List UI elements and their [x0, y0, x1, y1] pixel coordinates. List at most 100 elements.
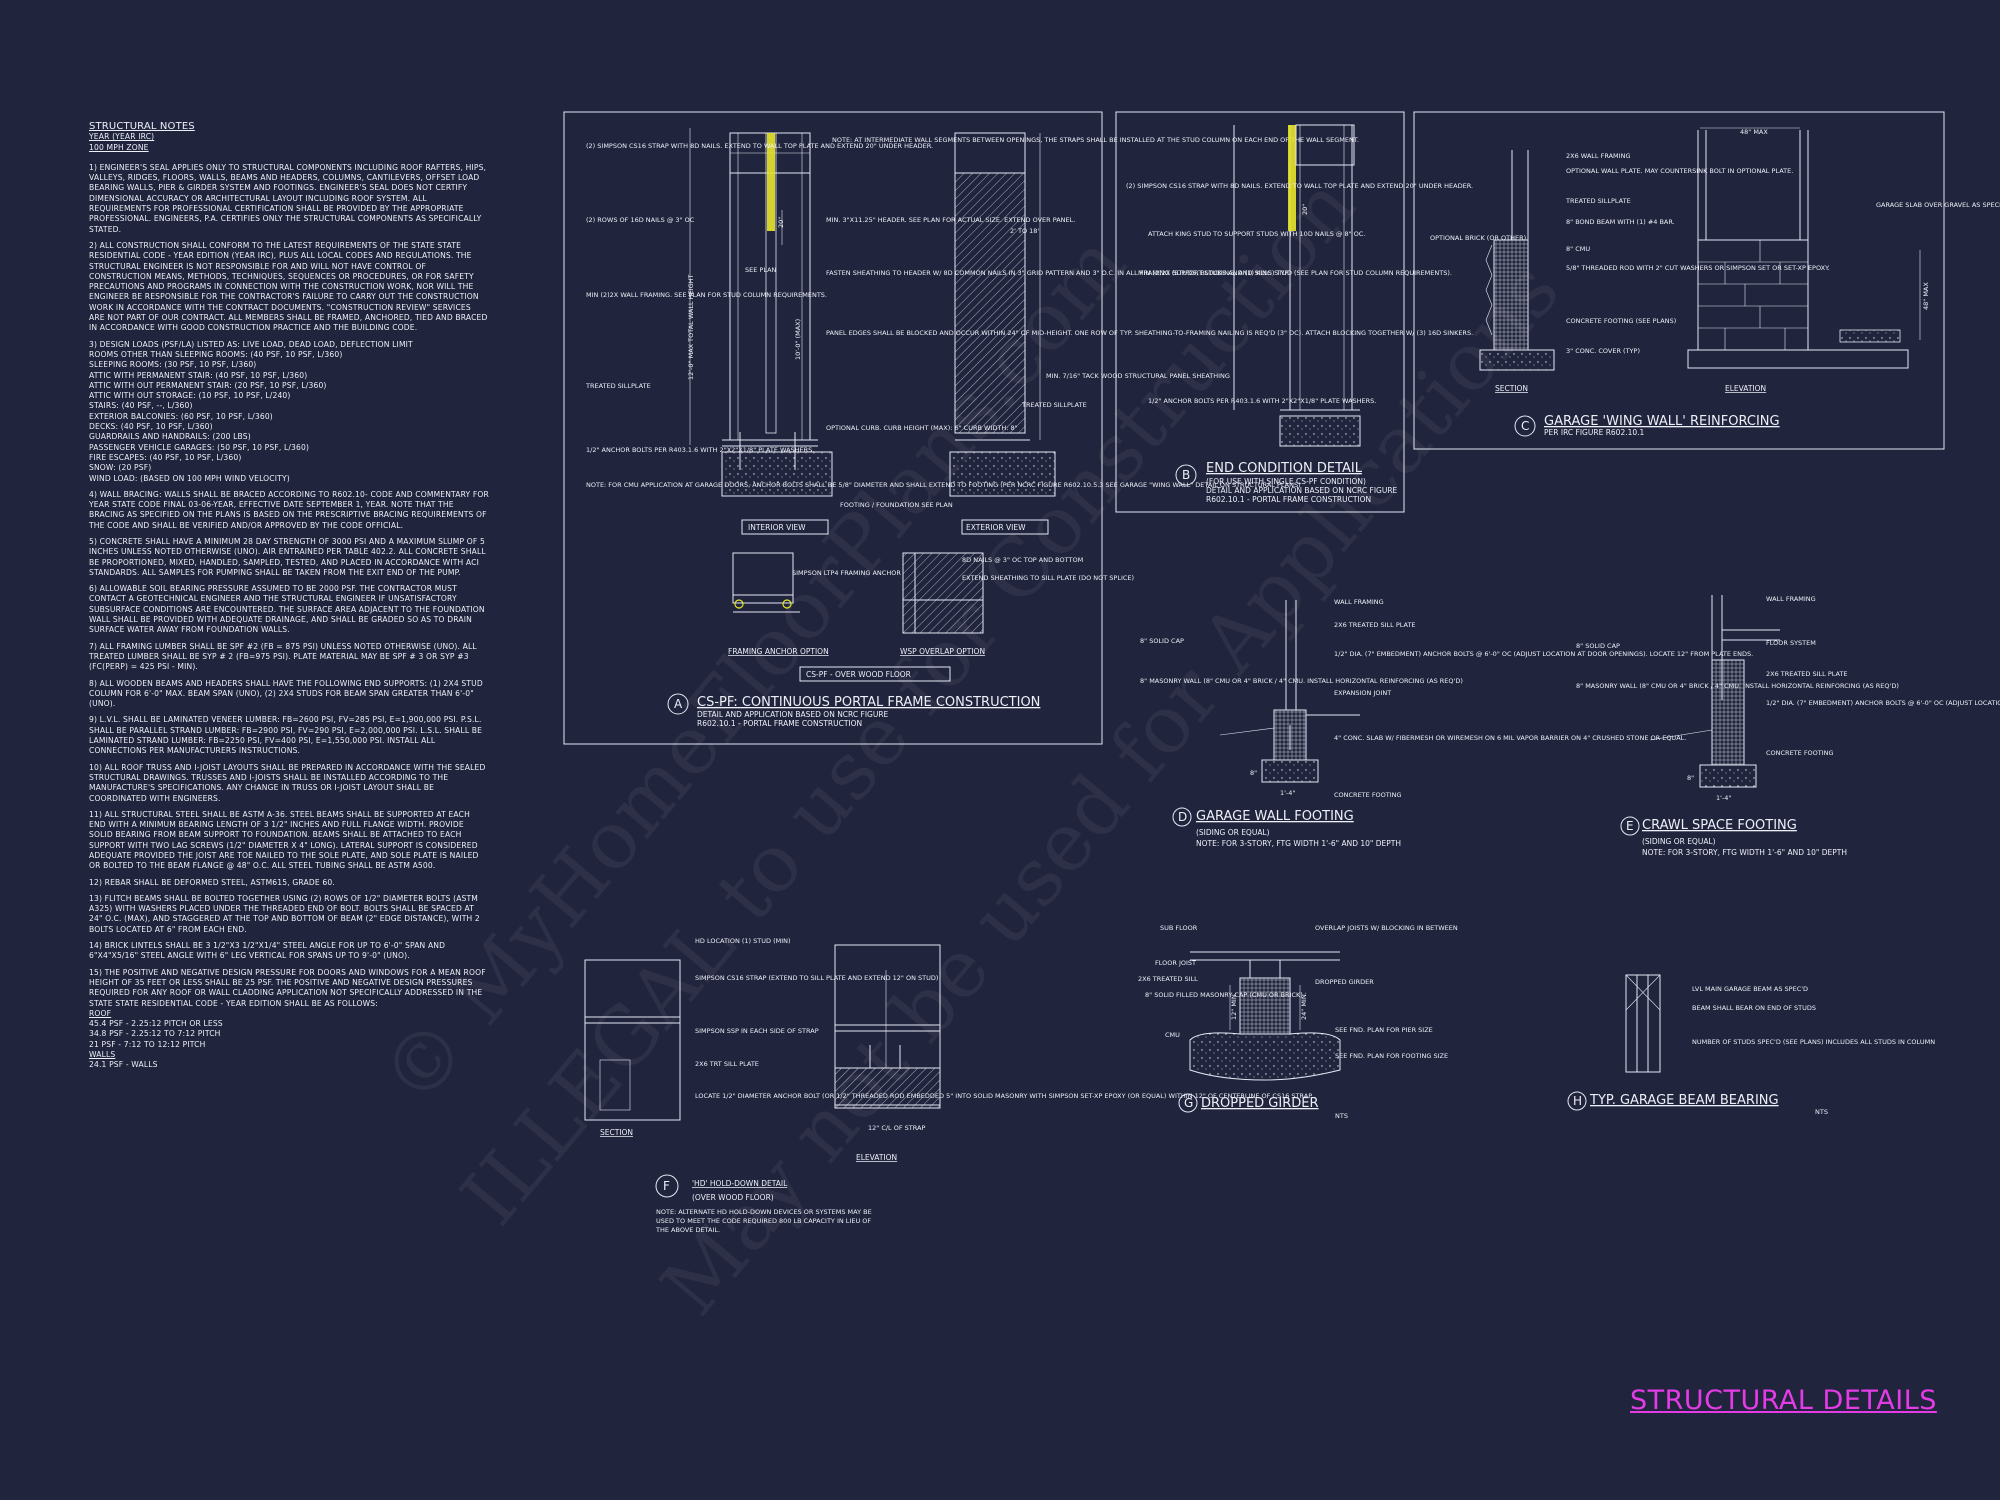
- dim-e-1-4: 1'-4": [1716, 794, 1731, 802]
- detail-e: WALL FRAMING FLOOR SYSTEM 8" SOLID CAP 2…: [1576, 595, 2000, 857]
- detail-c-title: GARAGE 'WING WALL' REINFORCING: [1544, 414, 1780, 429]
- note-d-slab: 4" CONC. SLAB w/ FIBERMESH OR WIREMESH O…: [1334, 734, 1686, 742]
- detail-g-title: DROPPED GIRDER: [1201, 1096, 1319, 1111]
- label-interior-view: INTERIOR VIEW: [748, 523, 806, 532]
- detail-b-border: [1115, 111, 1405, 513]
- detail-g-tag: G: [1184, 1096, 1193, 1110]
- framing-anchor-drawing: [732, 552, 800, 613]
- detail-a-sub2: R602.10.1 - PORTAL FRAME CONSTRUCTION: [697, 719, 862, 728]
- detail-b-sub2: DETAIL AND APPLICATION BASED ON NCRC FIG…: [1206, 486, 1398, 495]
- note-4: 4) WALL BRACING: WALLS SHALL BE BRACED A…: [89, 489, 489, 530]
- note-a-cmu: NOTE: FOR CMU APPLICATION AT GARAGE DOOR…: [586, 481, 1301, 489]
- detail-d-tag: D: [1178, 810, 1187, 824]
- note-c-treated-sill: TREATED SILLPLATE: [1565, 197, 1631, 205]
- note-f-strap: SIMPSON CS16 STRAP (EXTEND TO SILL PLATE…: [695, 974, 938, 982]
- load-item: PASSENGER VEHICLE GARAGES: (50 PSF, 10 P…: [89, 442, 310, 452]
- detail-e-sub2: NOTE: FOR 3-STORY, FTG WIDTH 1'-6" AND 1…: [1642, 848, 1847, 857]
- note-h-bear: BEAM SHALL BEAR ON END OF STUDS: [1692, 1004, 1816, 1012]
- detail-d-sub2: NOTE: FOR 3-STORY, FTG WIDTH 1'-6" AND 1…: [1196, 839, 1401, 848]
- note-a-header: MIN. 3"x11.25" HEADER. SEE PLAN FOR ACTU…: [826, 216, 1075, 224]
- note-g-cap: 8" SOLID FILLED MASONRY CAP (CMU OR BRIC…: [1145, 991, 1303, 999]
- note-b-support: MIN (2)2X SUPPORT STUDS AND (1) KING STU…: [1138, 269, 1452, 277]
- note-e-masonry: 8" MASONRY WALL (8" CMU OR 4" BRICK / 4"…: [1576, 682, 1899, 690]
- detail-h-tag: H: [1573, 1094, 1582, 1108]
- dim-a-2to18: 2' TO 18': [1010, 227, 1039, 235]
- note-g-sill: 2x6 TREATED SILL: [1138, 975, 1198, 983]
- note-f-bolt: LOCATE 1/2" DIAMETER ANCHOR BOLT (OR 1/2…: [695, 1092, 1313, 1100]
- detail-h: LVL MAIN GARAGE BEAM AS SPEC'D BEAM SHAL…: [1567, 974, 1935, 1116]
- note-11: 11) ALL STRUCTURAL STEEL SHALL BE ASTM A…: [89, 809, 479, 871]
- dim-f-12: 12" C/L OF STRAP: [868, 1124, 925, 1132]
- load-item: EXTERIOR BALCONIES: (60 PSF, 10 PSF, L/3…: [89, 411, 273, 421]
- loads-title: 3) DESIGN LOADS (PSF/LA) LISTED AS: LIVE…: [89, 339, 413, 349]
- dim-d-8: 8": [1250, 769, 1257, 777]
- note-c-bond-beam: 8" BOND BEAM WITH (1) #4 BAR.: [1566, 218, 1675, 226]
- note-a-intermediate: NOTE: AT INTERMEDIATE WALL SEGMENTS BETW…: [832, 136, 1359, 144]
- note-g-footing: SEE FND. PLAN FOR FOOTING SIZE: [1335, 1052, 1448, 1060]
- note-d-footing: CONCRETE FOOTING: [1334, 791, 1402, 799]
- load-item: ATTIC WITH OUT STORAGE: (10 PSF, 10 PSF,…: [89, 391, 291, 401]
- detail-f-tag: F: [663, 1179, 670, 1193]
- exterior-view-drawing: [949, 132, 1056, 497]
- detail-f-sub4: THE ABOVE DETAIL.: [655, 1226, 720, 1234]
- detail-b-tag: B: [1182, 468, 1190, 482]
- note-a-footing: FOOTING / FOUNDATION SEE PLAN: [840, 501, 953, 509]
- note-g-overlap: OVERLAP JOISTS W/ BLOCKING IN BETWEEN: [1315, 924, 1458, 932]
- note-f-hd-location: HD LOCATION (1) STUD (MIN): [695, 937, 791, 945]
- label-exterior-view: EXTERIOR VIEW: [966, 523, 1026, 532]
- note-a-nails: (2) ROWS OF 16d NAILS @ 3" OC: [586, 216, 695, 224]
- detail-a: (2) SIMPSON CS16 STRAP WITH 8d NAILS. EX…: [563, 111, 1473, 745]
- note-a-8d-nails: 8d NAILS @ 3" OC TOP AND BOTTOM: [962, 556, 1083, 564]
- detail-h-title: TYP. GARAGE BEAM BEARING: [1589, 1093, 1779, 1108]
- dim-a-see-plan: SEE PLAN: [745, 266, 777, 274]
- detail-b-sub1: (FOR USE WITH SINGLE CS-PF CONDITION): [1206, 477, 1366, 486]
- note-d-masonry: 8" MASONRY WALL (8" CMU OR 4" BRICK / 4"…: [1140, 677, 1463, 685]
- label-wsp-overlap: WSP OVERLAP OPTION: [900, 647, 985, 656]
- detail-c: 48" MAX 48" MAX 2x6 WALL FRAMING OPTIONA…: [1413, 111, 2000, 450]
- note-d-wall-framing: WALL FRAMING: [1334, 598, 1384, 606]
- detail-a-border: [563, 111, 1103, 745]
- detail-d: WALL FRAMING 2x6 TREATED SILL PLATE 8" S…: [1140, 598, 1753, 848]
- detail-b: 20" (2) SIMPSON CS16 STRAP WITH 8d NAILS…: [1115, 111, 1473, 513]
- dim-a-20: 20": [777, 217, 785, 228]
- load-item: ROOMS OTHER THAN SLEEPING ROOMS: (40 PSF…: [89, 349, 343, 359]
- note-9: 9) L.V.L. SHALL BE LAMINATED VENEER LUMB…: [89, 715, 483, 756]
- note-10: 10) ALL ROOF TRUSS AND I-JOIST LAYOUTS S…: [89, 762, 486, 803]
- detail-a-title: CS-PF: CONTINUOUS PORTAL FRAME CONSTRUCT…: [697, 695, 1040, 710]
- load-item: FIRE ESCAPES: (40 PSF, 10 PSF, L/360): [89, 452, 242, 462]
- detail-c-sub1: PER IRC FIGURE R602.10.1: [1544, 428, 1645, 437]
- load-item: ATTIC WITH PERMANENT STAIR: (40 PSF, 10 …: [89, 370, 308, 380]
- dim-a-10ft: 10'-0" (MAX): [794, 319, 802, 360]
- note-d-expansion: EXPANSION JOINT: [1334, 689, 1391, 697]
- detail-a-tag: A: [674, 697, 683, 711]
- note-e-footing: CONCRETE FOOTING: [1766, 749, 1834, 757]
- note-14: 14) BRICK LINTELS SHALL BE 3 1/2"x3 1/2"…: [89, 941, 446, 961]
- roof-line: 34.8 PSF - 2.25:12 TO 7:12 PITCH: [89, 1029, 221, 1039]
- label-f-section: SECTION: [600, 1128, 633, 1137]
- dim-b-20: 20": [1301, 204, 1309, 215]
- note-g-cmu: CMU: [1165, 1031, 1180, 1039]
- note-a-framing: MIN (2)2X WALL FRAMING. SEE PLAN FOR STU…: [586, 291, 827, 299]
- note-a-panel-edges: PANEL EDGES SHALL BE BLOCKED AND OCCUR W…: [826, 329, 1473, 337]
- label-framing-anchor: FRAMING ANCHOR OPTION: [728, 647, 829, 656]
- walls-line: 24.1 PSF - WALLS: [89, 1060, 158, 1070]
- note-7: 7) ALL FRAMING LUMBER SHALL BE SPF #2 (F…: [89, 641, 477, 672]
- note-c-cmu: 8" CMU: [1566, 245, 1590, 253]
- interior-view-drawing: [689, 128, 833, 497]
- note-h-studs: NUMBER OF STUDS SPEC'D (SEE PLANS) INCLU…: [1692, 1038, 1935, 1046]
- detail-f-sub3: USED TO MEET THE CODE REQUIRED 800 LB CA…: [656, 1217, 871, 1225]
- load-item: GUARDRAILS AND HANDRAILS: (200 LBS): [89, 432, 251, 442]
- detail-f: HD LOCATION (1) STUD (MIN) SIMPSON CS16 …: [584, 937, 1313, 1234]
- load-item: ATTIC WITH OUT PERMANENT STAIR: (20 PSF,…: [89, 380, 327, 390]
- note-a-anchor-bolts: 1/2" ANCHOR BOLTS PER R403.1.6 WITH 2"x2…: [586, 446, 814, 454]
- note-8: 8) ALL WOODEN BEAMS AND HEADERS SHALL HA…: [89, 678, 483, 709]
- note-12: 12) REBAR SHALL BE DEFORMED STEEL, ASTM6…: [89, 877, 335, 887]
- watermark-line-1: © MyHomeFloorPlans.com: [363, 217, 1143, 1122]
- dim-c-48-side: 48" MAX: [1922, 282, 1930, 310]
- roof-label: ROOF: [89, 1008, 112, 1018]
- note-b-king-stud: ATTACH KING STUD TO SUPPORT STUDS WITH 1…: [1148, 230, 1365, 238]
- wsp-overlap-drawing: [902, 552, 984, 634]
- note-1: 1) ENGINEER'S SEAL APPLIES ONLY TO STRUC…: [89, 162, 487, 234]
- note-15: 15) THE POSITIVE AND NEGATIVE DESIGN PRE…: [89, 967, 486, 1008]
- note-c-slab: GARAGE SLAB OVER GRAVEL AS SPECIFIED: [1876, 201, 2000, 209]
